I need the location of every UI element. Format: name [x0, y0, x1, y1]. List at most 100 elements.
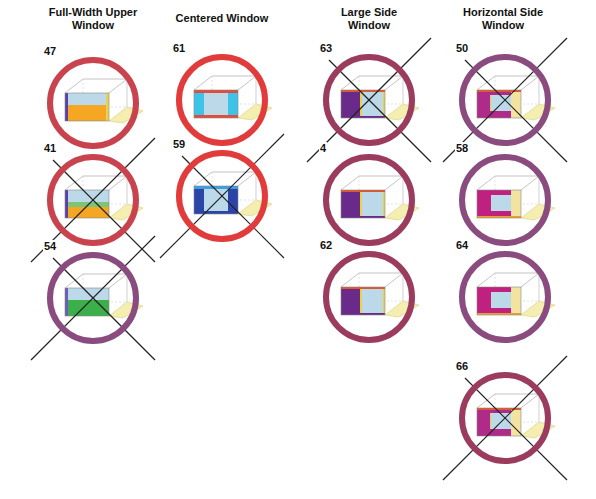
option-number: 4 — [319, 142, 327, 155]
option-number: 64 — [455, 239, 469, 252]
facade-panel — [65, 93, 109, 105]
option-circle: 4 — [323, 154, 415, 246]
facade-outline — [194, 90, 238, 118]
option-number: 66 — [455, 360, 469, 373]
cross-out-line — [160, 134, 284, 258]
cross-out-line — [307, 38, 431, 162]
facade-panel — [490, 413, 491, 429]
facade-panel — [360, 289, 362, 313]
facade-panel — [491, 292, 511, 308]
option-circle: 58 — [459, 154, 551, 246]
box-wireframe — [477, 394, 539, 408]
cross-out-line — [465, 60, 567, 162]
facade-panel — [194, 90, 238, 93]
option-circle: 59 — [176, 150, 268, 242]
box-wireframe — [65, 176, 127, 190]
cross-out-line — [465, 378, 567, 480]
facade-panel — [204, 189, 228, 211]
box-wireframe — [256, 172, 257, 200]
box-wireframe — [65, 274, 127, 288]
box-wireframe — [403, 176, 404, 204]
box-wireframe — [477, 76, 539, 90]
facade-panel — [65, 190, 109, 202]
facade-outline — [65, 93, 109, 121]
option-circle: 54 — [47, 252, 139, 344]
facade-outline — [477, 287, 521, 315]
facade-panel — [477, 287, 521, 315]
facade-panel — [360, 192, 362, 216]
cross-out-line — [329, 60, 431, 162]
facade-panel — [360, 92, 362, 116]
box-wireframe — [341, 273, 403, 287]
option-number: 54 — [43, 240, 57, 253]
facade-panel — [341, 190, 385, 192]
box-wireframe — [477, 176, 539, 190]
facade-panel — [511, 190, 521, 218]
option-number: 58 — [455, 142, 469, 155]
column-heading: Large Side Window — [329, 6, 409, 32]
facade-panel — [65, 190, 68, 218]
option-number: 50 — [455, 42, 469, 55]
cross-out-line — [443, 356, 567, 480]
facade-panel — [341, 287, 385, 315]
option-circle: 61 — [176, 54, 268, 146]
facade-panel — [65, 93, 109, 121]
box-wireframe — [341, 76, 403, 90]
box-wireframe — [403, 273, 404, 301]
facade-outline — [341, 287, 385, 315]
box-wireframe — [539, 394, 540, 422]
cross-out-line — [53, 258, 155, 360]
box-wireframe — [194, 76, 256, 90]
box-wireframe — [65, 79, 127, 93]
box-wireframe — [477, 273, 539, 287]
option-circle: 63 — [323, 54, 415, 146]
option-circle: 62 — [323, 251, 415, 343]
cross-out-line — [31, 236, 155, 360]
cross-out-line — [443, 38, 567, 162]
facade-panel — [477, 190, 521, 218]
cross-out-line — [182, 156, 284, 258]
box-wireframe — [127, 176, 128, 204]
facade-panel — [491, 195, 511, 211]
facade-panel — [65, 288, 109, 300]
option-number: 47 — [43, 45, 57, 58]
box-wireframe — [194, 172, 256, 186]
option-number: 41 — [43, 142, 57, 155]
box-wireframe — [539, 176, 540, 204]
box-wireframe — [539, 273, 540, 301]
box-wireframe — [539, 76, 540, 104]
facade-panel — [490, 95, 491, 111]
cross-out-line — [31, 138, 155, 262]
facade-panel — [65, 93, 68, 121]
option-number: 63 — [319, 42, 333, 55]
facade-panel — [194, 115, 238, 118]
cross-out-line — [53, 160, 155, 262]
facade-panel — [361, 289, 383, 313]
column-heading: Horizontal Side Window — [458, 6, 548, 32]
box-wireframe — [341, 176, 403, 190]
option-circle: 66 — [459, 372, 551, 464]
option-circle: 64 — [459, 251, 551, 343]
facade-panel — [511, 287, 521, 315]
option-circle: 50 — [459, 54, 551, 146]
box-wireframe — [403, 76, 404, 104]
facade-panel — [204, 93, 228, 115]
option-number: 62 — [319, 239, 333, 252]
column-heading: Centered Window — [157, 12, 287, 25]
option-number: 61 — [172, 42, 186, 55]
option-number: 59 — [172, 138, 186, 151]
column-heading: Full-Width Upper Window — [33, 6, 153, 32]
facade-panel — [341, 190, 385, 218]
facade-panel — [194, 90, 238, 118]
facade-outline — [341, 190, 385, 218]
facade-panel — [361, 192, 383, 216]
facade-panel — [477, 216, 521, 218]
box-wireframe — [256, 76, 257, 104]
facade-outline — [477, 190, 521, 218]
facade-panel — [65, 288, 68, 316]
box-wireframe — [127, 274, 128, 302]
box-wireframe — [127, 79, 128, 107]
facade-panel — [106, 93, 109, 121]
